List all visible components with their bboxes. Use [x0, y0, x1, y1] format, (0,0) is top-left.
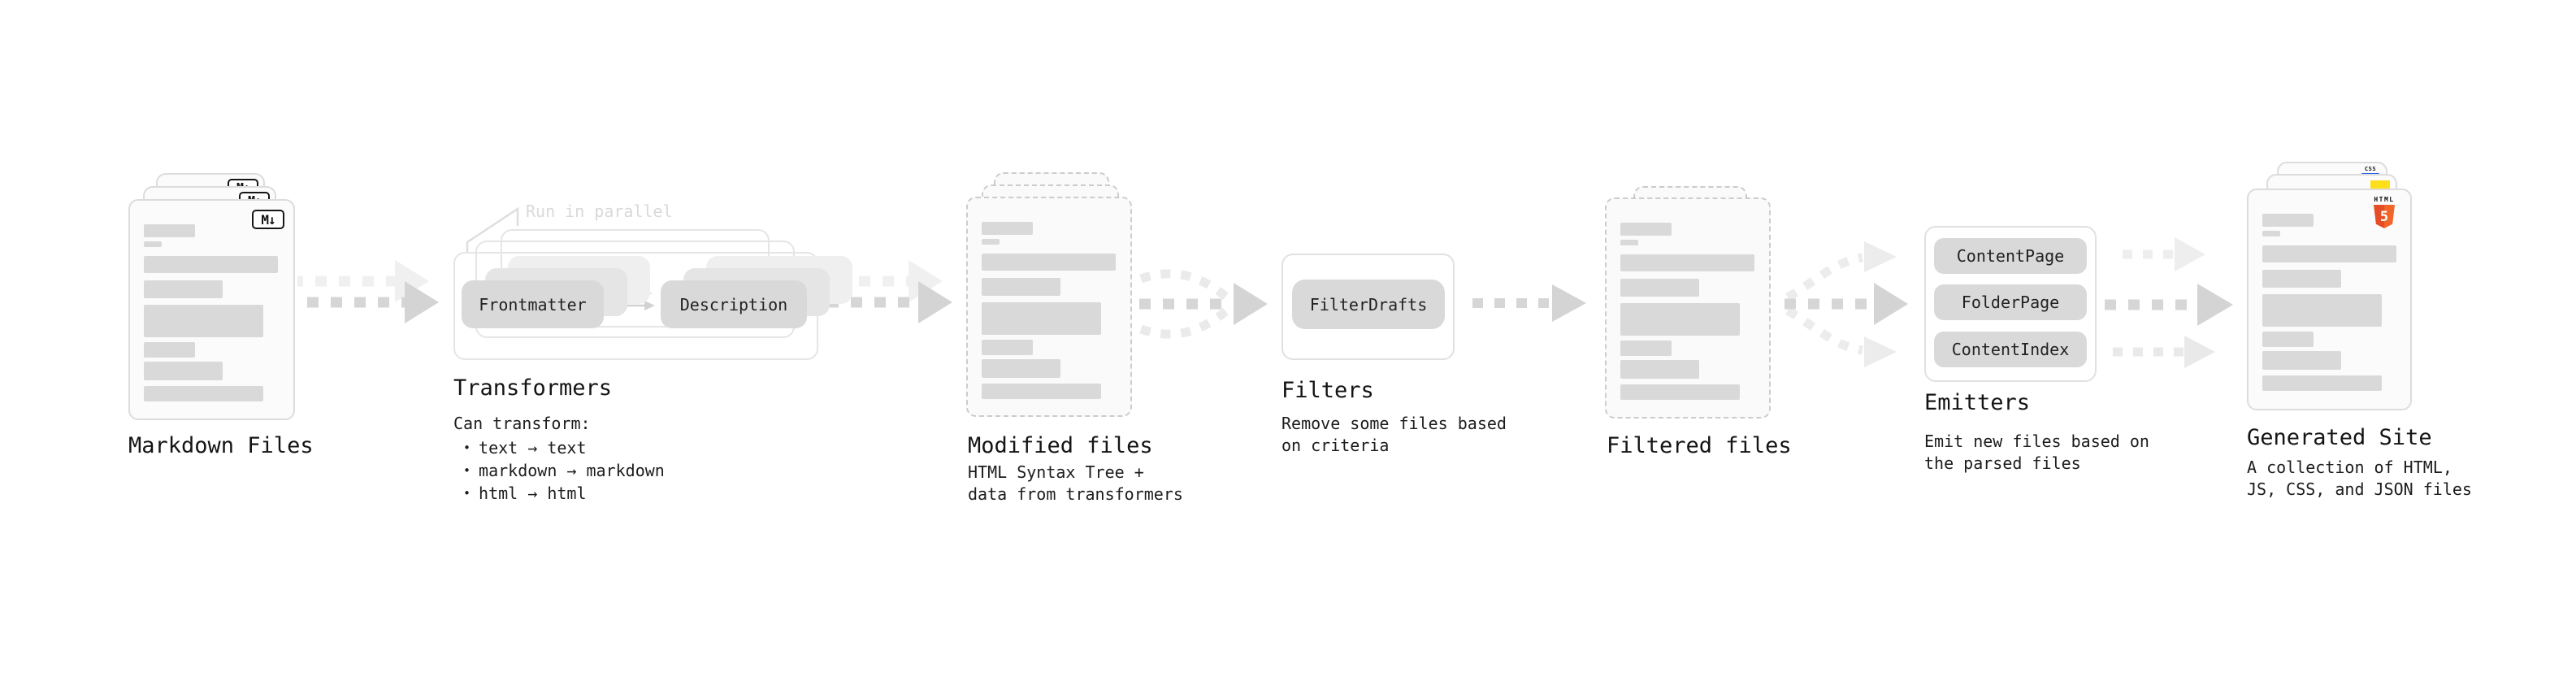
transformers-subtitle: Can transform:: [453, 414, 591, 433]
placeholder-text-bar: [2262, 270, 2341, 288]
placeholder-text-bar: [1620, 340, 1672, 356]
placeholder-text-bar: [982, 359, 1060, 378]
contentpage-pill: ContentPage: [1934, 238, 2087, 274]
placeholder-text-bar: [2262, 375, 2382, 391]
placeholder-text-bar: [1620, 279, 1699, 297]
placeholder-text-bar: [144, 362, 223, 380]
transformers-title: Transformers: [453, 375, 613, 401]
folderpage-pill: FolderPage: [1934, 284, 2087, 320]
filtered-file-card-front: [1605, 197, 1771, 419]
generated-site-description: A collection of HTML, JS, CSS, and JSON …: [2247, 458, 2472, 499]
placeholder-text-bar: [144, 224, 195, 237]
html5-icon: HTML 5: [2366, 196, 2402, 228]
placeholder-text-bar: [982, 239, 1000, 245]
placeholder-text-bar: [2262, 332, 2314, 347]
filterdrafts-pill: FilterDrafts: [1292, 280, 1445, 329]
placeholder-text-bar: [1620, 223, 1672, 236]
transformers-bullet-list: text → text markdown → markdown html → h…: [463, 437, 665, 505]
placeholder-text-bar: [144, 256, 278, 273]
placeholder-text-bar: [144, 342, 195, 358]
emitters-description: Emit new files based on the parsed files: [1924, 432, 2149, 473]
markdown-icon: M↓: [252, 210, 284, 229]
run-in-parallel-callout: Run in parallel: [526, 202, 673, 221]
placeholder-text-bar: [982, 384, 1101, 399]
generated-site-label: Generated Site: [2247, 425, 2432, 450]
filters-description: Remove some files based on criteria: [1281, 414, 1507, 455]
emitters-title: Emitters: [1924, 390, 2031, 415]
markdown-files-label: Markdown Files: [128, 433, 314, 458]
frontmatter-pill: Frontmatter: [462, 280, 604, 328]
modified-files-label: Modified files: [968, 433, 1153, 458]
arrow-markdown-to-transformers: [297, 260, 439, 323]
placeholder-text-bar: [982, 254, 1116, 271]
transform-bullet: text → text: [463, 437, 665, 460]
filters-title: Filters: [1281, 378, 1374, 403]
placeholder-text-bar: [1620, 303, 1740, 336]
modified-file-card-front: [966, 197, 1132, 417]
placeholder-text-bar: [1620, 254, 1754, 271]
contentindex-pill: ContentIndex: [1934, 332, 2087, 367]
placeholder-text-bar: [144, 280, 223, 298]
placeholder-text-bar: [1620, 384, 1740, 400]
arrow-emitters-to-generated: [2105, 237, 2233, 368]
placeholder-text-bar: [144, 386, 263, 401]
placeholder-text-bar: [982, 278, 1060, 296]
modified-files-description: HTML Syntax Tree + data from transformer…: [968, 462, 1183, 504]
placeholder-text-bar: [2262, 245, 2396, 262]
markdown-file-card-front: M↓: [128, 199, 295, 420]
placeholder-text-bar: [2262, 351, 2341, 370]
arrow-modified-to-filters-merge: [1139, 269, 1268, 339]
placeholder-text-bar: [144, 305, 263, 337]
filtered-files-label: Filtered files: [1607, 433, 1792, 458]
placeholder-text-bar: [2262, 214, 2314, 227]
placeholder-text-bar: [2262, 294, 2382, 327]
placeholder-text-bar: [982, 222, 1033, 235]
placeholder-text-bar: [982, 302, 1101, 335]
arrow-filters-to-filtered: [1472, 284, 1586, 322]
arrow-filtered-to-emitters-diverge: [1785, 241, 1908, 367]
placeholder-text-bar: [982, 340, 1033, 355]
placeholder-text-bar: [1620, 240, 1638, 245]
transform-bullet: html → html: [463, 483, 665, 505]
description-pill: Description: [661, 280, 807, 328]
placeholder-text-bar: [144, 241, 162, 247]
placeholder-text-bar: [2262, 231, 2280, 236]
transform-bullet: markdown → markdown: [463, 460, 665, 483]
placeholder-text-bar: [1620, 360, 1699, 379]
generated-html-card: HTML 5: [2247, 189, 2412, 410]
